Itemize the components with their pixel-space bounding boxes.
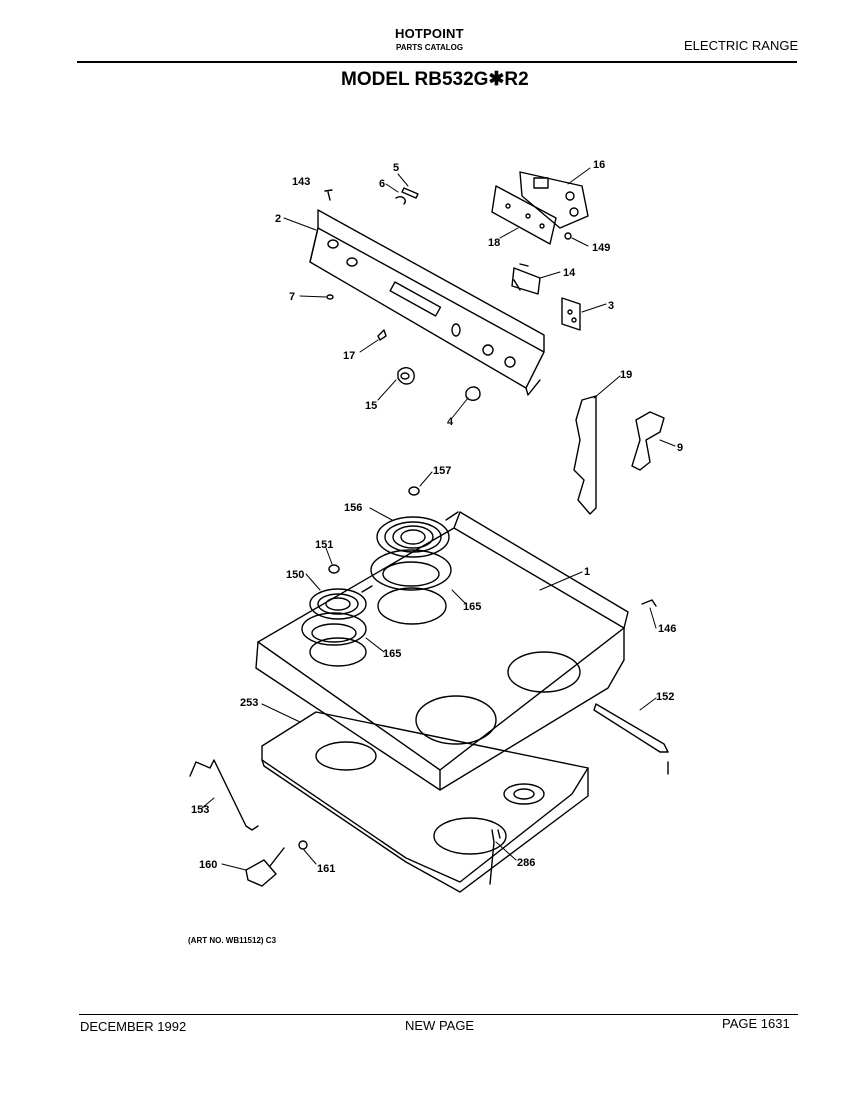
brand-name: HOTPOINT: [395, 26, 464, 41]
callout-18: 18: [488, 237, 500, 249]
callout-numbers: 143 5 6 16 2 18 149 14 7 3 17 15 4 19 9 …: [191, 159, 683, 875]
leader-lines: [201, 167, 676, 871]
callout-157: 157: [433, 465, 451, 477]
footer-page-number: PAGE 1631: [722, 1016, 790, 1031]
callout-153: 153: [191, 804, 209, 816]
cooktop: [255, 511, 629, 791]
callout-152: 152: [656, 691, 674, 703]
callout-161: 161: [317, 863, 335, 875]
callout-143: 143: [292, 176, 310, 188]
model-title: MODEL RB532G✱R2: [341, 69, 529, 90]
callout-14: 14: [563, 267, 576, 279]
callout-151: 151: [315, 539, 333, 551]
header-rule: [77, 61, 797, 63]
surface-units: [301, 486, 459, 646]
callout-19: 19: [620, 369, 632, 381]
burner-box: [261, 711, 589, 893]
callout-9: 9: [677, 442, 683, 454]
product-category: ELECTRIC RANGE: [684, 38, 799, 53]
callout-286: 286: [517, 857, 535, 869]
timer-assembly: [491, 171, 589, 331]
callout-5: 5: [393, 162, 399, 174]
art-number: (ART NO. WB11512) C3: [188, 936, 277, 945]
callout-17: 17: [343, 350, 355, 362]
footer-date: DECEMBER 1992: [80, 1019, 187, 1034]
callout-165-lower: 165: [383, 648, 401, 660]
callout-149: 149: [592, 242, 610, 254]
callout-16: 16: [593, 159, 605, 171]
callout-160: 160: [199, 859, 217, 871]
callout-165-upper: 165: [463, 601, 481, 613]
callout-146: 146: [658, 623, 676, 635]
control-panel: [309, 209, 545, 396]
footer-status: NEW PAGE: [405, 1018, 475, 1033]
footer-rule: [79, 1014, 798, 1015]
catalog-label: PARTS CATALOG: [396, 43, 464, 52]
callout-2: 2: [275, 213, 281, 225]
callout-1: 1: [584, 566, 590, 578]
small-hardware: [324, 187, 572, 401]
callout-7: 7: [289, 291, 295, 303]
callout-15: 15: [365, 400, 377, 412]
rod-and-wiring: [189, 599, 669, 887]
side-brackets: [573, 395, 665, 515]
callout-253: 253: [240, 697, 258, 709]
callout-156: 156: [344, 502, 362, 514]
callout-3: 3: [608, 300, 614, 312]
callout-150: 150: [286, 569, 304, 581]
callout-6: 6: [379, 178, 385, 190]
callout-4: 4: [447, 416, 454, 428]
